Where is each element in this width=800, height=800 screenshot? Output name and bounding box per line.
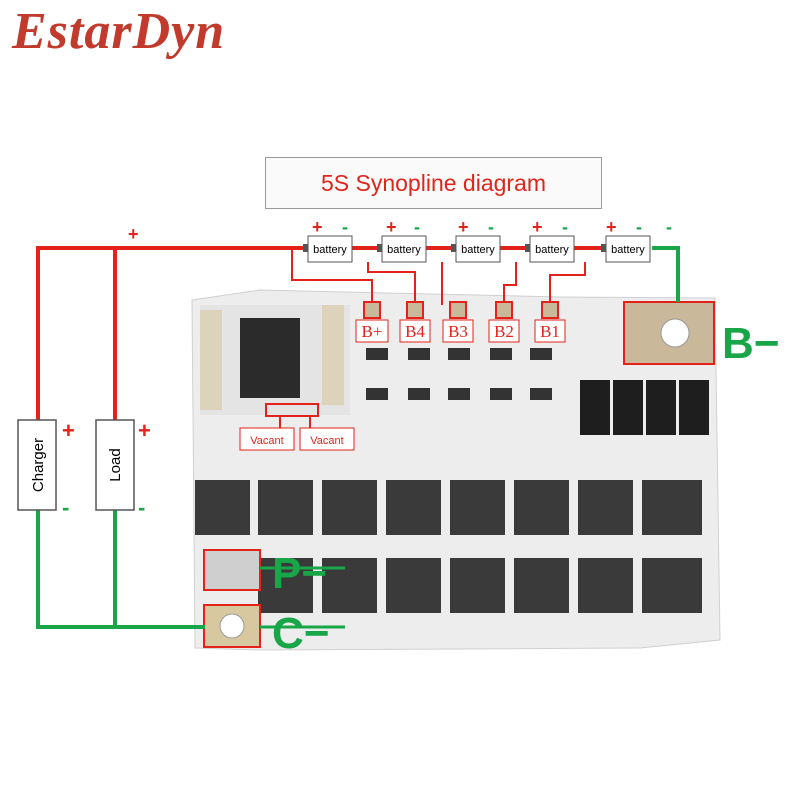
charger-box: Charger — [17, 419, 57, 511]
plus-mark: + — [128, 224, 139, 244]
shunt-resistors — [580, 380, 709, 435]
vacant-label: Vacant — [310, 435, 343, 447]
b-minus-label: B− — [722, 319, 779, 368]
controller-chip — [240, 318, 300, 398]
mosfet-row-bottom — [258, 558, 702, 613]
c-minus-label: C− — [272, 609, 329, 658]
load-label: Load — [107, 448, 124, 481]
polarity-marks: + + - + - + - + - + - - — [128, 217, 672, 244]
minus-mark: - — [488, 217, 494, 237]
pcb-board — [191, 289, 721, 651]
minus-mark: - — [414, 217, 420, 237]
minus-mark: - — [666, 217, 672, 237]
pad-label-b2: B2 — [494, 322, 514, 341]
plus-mark: + — [606, 217, 617, 237]
plus-mark: + — [312, 217, 323, 237]
battery-label: battery — [535, 244, 569, 256]
cell-pads: B+ B4 B3 B2 B1 — [355, 301, 566, 343]
charger-minus: - — [62, 495, 69, 520]
battery-label: battery — [313, 244, 347, 256]
load-box: Load — [95, 419, 135, 511]
battery-label: battery — [387, 244, 421, 256]
load-minus: - — [138, 495, 145, 520]
pad-label-bplus: B+ — [362, 322, 383, 341]
p-minus-label: P− — [272, 549, 327, 598]
load-plus: + — [138, 418, 151, 443]
vacant-pads: Vacant Vacant — [239, 403, 355, 451]
minus-mark: - — [562, 217, 568, 237]
plus-mark: + — [532, 217, 543, 237]
sense-wiring — [291, 248, 586, 305]
p-minus-pad — [203, 549, 261, 591]
positive-wiring — [36, 246, 604, 420]
plus-mark: + — [386, 217, 397, 237]
pad-label-b4: B4 — [405, 322, 425, 341]
battery-2: battery — [377, 235, 427, 263]
vacant-label: Vacant — [250, 435, 283, 447]
charger-label: Charger — [30, 438, 47, 492]
mosfet-row-top — [195, 480, 702, 535]
pad-label-b1: B1 — [540, 322, 560, 341]
battery-label: battery — [611, 244, 645, 256]
battery-4: battery — [525, 235, 575, 263]
battery-1: battery — [303, 235, 353, 263]
plus-mark: + — [458, 217, 469, 237]
battery-series: battery battery battery battery battery — [303, 235, 651, 263]
charger-plus: + — [62, 418, 75, 443]
negative-wiring — [36, 246, 680, 629]
battery-label: battery — [461, 244, 495, 256]
battery-3: battery — [451, 235, 501, 263]
brand-logo: EstarDyn — [12, 3, 226, 60]
battery-5: battery — [601, 235, 651, 263]
diagram-title: 5S Synopline diagram — [265, 157, 602, 209]
minus-mark: - — [636, 217, 642, 237]
pad-label-b3: B3 — [448, 322, 468, 341]
minus-mark: - — [342, 217, 348, 237]
